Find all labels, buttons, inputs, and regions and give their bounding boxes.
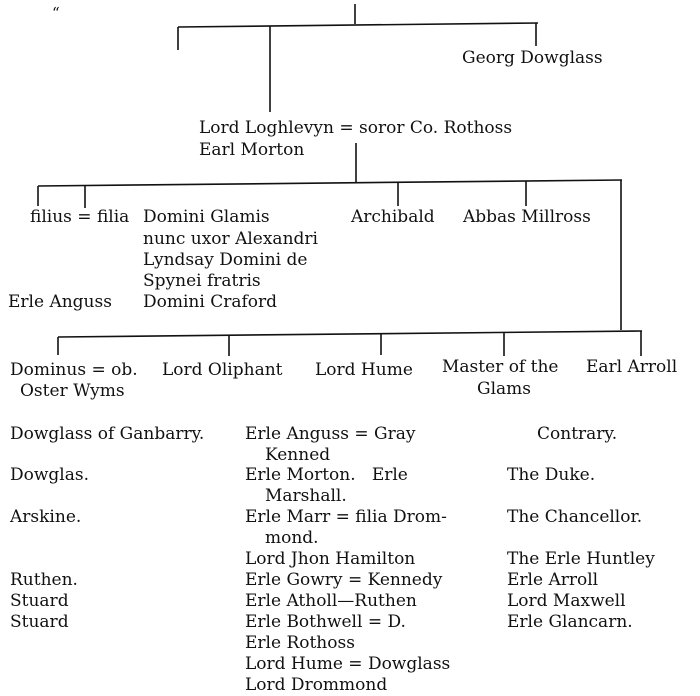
title-erle-anguss: Erle Anguss: [8, 292, 112, 312]
middle-list-item: Erle Gowry = Kennedy: [245, 570, 443, 590]
middle-list-item: Lord Jhon Hamilton: [245, 549, 416, 569]
left-list-item: Stuard: [10, 612, 69, 632]
person-earl-arroll: Earl Arroll: [586, 357, 678, 377]
person-abbas-millross: Abbas Millross: [463, 207, 591, 227]
filia-description-line: Lyndsay Domini de: [143, 250, 308, 270]
left-list-item: Arskine.: [10, 507, 82, 527]
person-lord-loghlevyn: Lord Loghlevyn = soror Co. Rothoss: [199, 118, 513, 138]
title-earl-morton: Earl Morton: [199, 140, 305, 160]
middle-list-item: Erle Marr = filia Drom-: [245, 507, 447, 527]
person-master-of-glams: Master of the: [442, 357, 559, 377]
person-dominus-note: Oster Wyms: [20, 381, 125, 401]
connector-line: [37, 179, 623, 187]
middle-list-item: Erle Atholl—Ruthen: [245, 591, 417, 611]
middle-list-item: mond.: [265, 528, 319, 548]
middle-list-item: Kenned: [265, 445, 331, 465]
middle-list-item: Lord Hume = Dowglass: [245, 654, 451, 674]
filia-description-line: Spynei fratris: [143, 271, 261, 291]
filia-description-line: Domini Craford: [143, 292, 278, 312]
right-list-item: Lord Maxwell: [507, 591, 626, 611]
opening-quote-mark: “: [52, 4, 60, 22]
person-archibald: Archibald: [351, 207, 435, 227]
person-georg-dowglass: Georg Dowglass: [462, 48, 603, 68]
right-list-item: The Erle Huntley: [507, 549, 655, 569]
right-list-item: The Duke.: [507, 465, 596, 485]
right-list-item: Erle Glancarn.: [507, 612, 633, 632]
person-lord-hume: Lord Hume: [315, 360, 413, 380]
middle-list-item: Lord Drommond: [245, 675, 388, 695]
filia-description-line: Domini Glamis: [143, 207, 270, 227]
connector-line: [57, 330, 643, 338]
connector-line: [177, 22, 539, 28]
left-list-item: Dowglass of Ganbarry.: [10, 424, 205, 444]
middle-list-item: Erle Rothoss: [245, 633, 355, 653]
middle-list-item: Erle Anguss = Gray: [245, 424, 416, 444]
person-lord-oliphant: Lord Oliphant: [162, 360, 283, 380]
middle-list-item: Marshall.: [265, 486, 347, 506]
middle-list-item: Erle Bothwell = D.: [245, 612, 406, 632]
left-list-item: Stuard: [10, 591, 69, 611]
right-list-item: The Chancellor.: [507, 507, 643, 527]
left-list-item: Dowglas.: [10, 465, 89, 485]
filia-description-line: nunc uxor Alexandri: [143, 229, 318, 249]
person-dominus: Dominus = ob.: [10, 360, 138, 380]
right-list-item: Erle Arroll: [507, 570, 599, 590]
right-list-heading: Contrary.: [537, 424, 618, 444]
person-filius: filius = filia: [30, 207, 130, 227]
left-list-item: Ruthen.: [10, 570, 78, 590]
middle-list-item: Erle Morton. Erle: [245, 465, 408, 485]
person-master-of-glams-line2: Glams: [477, 379, 531, 399]
